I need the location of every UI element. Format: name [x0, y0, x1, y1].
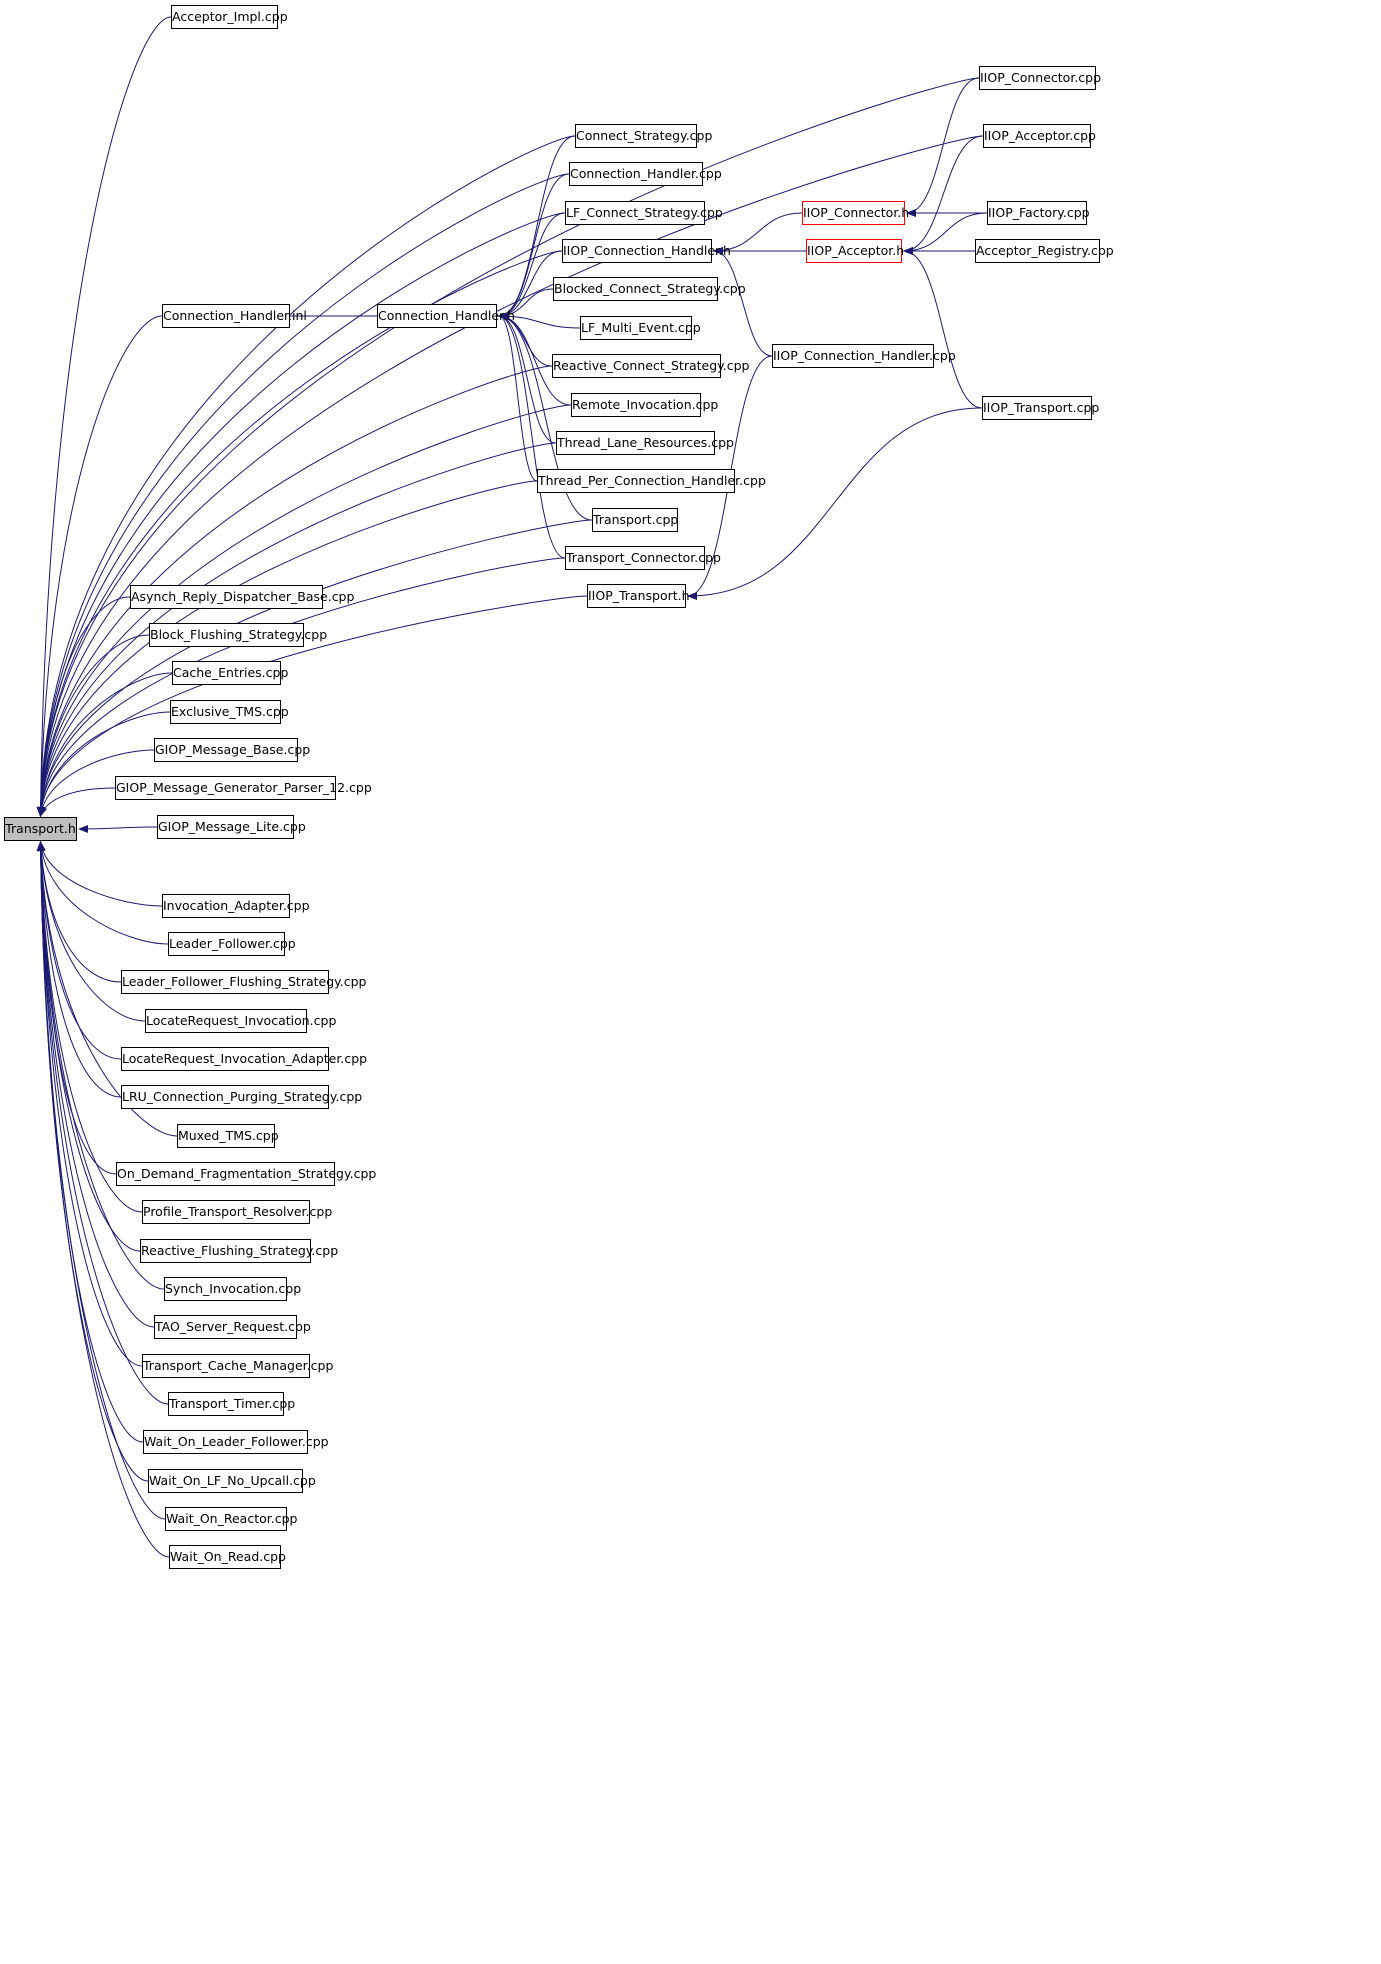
node-iiop-transport-h[interactable]: IIOP_Transport.h — [587, 584, 690, 608]
node-transport-cache-manager[interactable]: Transport_Cache_Manager.cpp — [142, 1354, 333, 1378]
edge-iiop-transport-h-to-transport-h — [36, 595, 588, 817]
node-iiop-connector-cpp[interactable]: IIOP_Connector.cpp — [979, 66, 1101, 90]
node-lf-connect-strategy[interactable]: LF_Connect_Strategy.cpp — [565, 201, 723, 225]
edge-iiop-connection-handler-cpp-to-iiop-connection-handler-h — [713, 247, 773, 357]
edge-invocation-adapter-to-transport-h — [37, 841, 163, 907]
edge-iiop-connection-handler-h-to-transport-h — [36, 250, 563, 817]
node-tao-server-request[interactable]: TAO_Server_Request.cpp — [154, 1315, 311, 1339]
edge-giop-message-generator-parser-12-to-transport-h — [39, 787, 116, 817]
edge-thread-lane-resources-to-connection-handler-h — [498, 312, 557, 444]
edge-iiop-connector-cpp-to-transport-h — [36, 77, 980, 817]
edge-thread-per-connection-handler-to-transport-h — [36, 480, 538, 817]
node-leader-follower-flushing-strategy[interactable]: Leader_Follower_Flushing_Strategy.cpp — [121, 970, 367, 994]
node-connection-handler-h[interactable]: Connection_Handler.h — [377, 304, 515, 328]
node-giop-message-lite[interactable]: GIOP_Message_Lite.cpp — [157, 815, 306, 839]
edge-block-flushing-strategy-to-transport-h — [36, 634, 150, 817]
node-profile-transport-resolver[interactable]: Profile_Transport_Resolver.cpp — [142, 1200, 332, 1224]
edge-muxed-tms-to-transport-h — [36, 841, 178, 1137]
node-locaterequest-invocation-adapter[interactable]: LocateRequest_Invocation_Adapter.cpp — [121, 1047, 367, 1071]
node-synch-invocation[interactable]: Synch_Invocation.cpp — [164, 1277, 301, 1301]
node-remote-invocation[interactable]: Remote_Invocation.cpp — [571, 393, 718, 417]
node-cache-entries[interactable]: Cache_Entries.cpp — [172, 661, 288, 685]
node-thread-lane-resources[interactable]: Thread_Lane_Resources.cpp — [556, 431, 734, 455]
edge-thread-lane-resources-to-transport-h — [36, 442, 557, 817]
node-acceptor-registry[interactable]: Acceptor_Registry.cpp — [975, 239, 1114, 263]
node-acceptor-impl[interactable]: Acceptor_Impl.cpp — [171, 5, 288, 29]
edge-thread-per-connection-handler-to-connection-handler-h — [498, 312, 538, 482]
node-leader-follower[interactable]: Leader_Follower.cpp — [168, 932, 296, 956]
edge-cache-entries-to-transport-h — [37, 672, 173, 817]
edge-acceptor-impl-to-transport-h — [36, 16, 172, 817]
node-iiop-acceptor-cpp[interactable]: IIOP_Acceptor.cpp — [983, 124, 1096, 148]
edge-iiop-connector-cpp-to-iiop-connector-h — [906, 77, 980, 217]
edge-iiop-transport-cpp-to-iiop-transport-h — [687, 407, 983, 600]
node-block-flushing-strategy[interactable]: Block_Flushing_Strategy.cpp — [149, 623, 327, 647]
node-on-demand-fragmentation-strategy[interactable]: On_Demand_Fragmentation_Strategy.cpp — [116, 1162, 376, 1186]
edge-iiop-factory-to-iiop-acceptor-h — [903, 212, 988, 255]
edge-asynch-reply-dispatcher-base-to-transport-h — [36, 596, 131, 817]
node-wait-on-reactor[interactable]: Wait_On_Reactor.cpp — [165, 1507, 297, 1531]
edge-giop-message-base-to-transport-h — [37, 749, 155, 817]
edge-transport-cache-manager-to-transport-h — [36, 841, 143, 1367]
edge-iiop-acceptor-cpp-to-iiop-acceptor-h — [903, 135, 984, 255]
node-connect-strategy[interactable]: Connect_Strategy.cpp — [575, 124, 712, 148]
node-transport-cpp[interactable]: Transport.cpp — [592, 508, 678, 532]
edge-locaterequest-invocation-to-transport-h — [36, 841, 146, 1022]
node-iiop-transport-cpp[interactable]: IIOP_Transport.cpp — [982, 396, 1099, 420]
edge-synch-invocation-to-transport-h — [36, 841, 165, 1290]
node-iiop-connection-handler-cpp[interactable]: IIOP_Connection_Handler.cpp — [772, 344, 956, 368]
edge-lru-connection-purging-strategy-to-transport-h — [36, 841, 122, 1098]
edge-lf-connect-strategy-to-connection-handler-h — [498, 212, 566, 320]
edge-iiop-connector-h-to-iiop-connection-handler-h — [713, 212, 803, 255]
node-transport-timer[interactable]: Transport_Timer.cpp — [168, 1392, 295, 1416]
edge-iiop-connection-handler-h-to-connection-handler-h — [498, 250, 563, 320]
node-wait-on-read[interactable]: Wait_On_Read.cpp — [169, 1545, 286, 1569]
node-iiop-acceptor-h[interactable]: IIOP_Acceptor.h — [806, 239, 904, 263]
edge-giop-message-lite-to-transport-h — [78, 824, 158, 833]
node-blocked-connect-strategy[interactable]: Blocked_Connect_Strategy.cpp — [553, 277, 746, 301]
node-connection-handler-cpp[interactable]: Connection_Handler.cpp — [569, 162, 722, 186]
node-iiop-factory[interactable]: IIOP_Factory.cpp — [987, 201, 1090, 225]
node-asynch-reply-dispatcher-base[interactable]: Asynch_Reply_Dispatcher_Base.cpp — [130, 585, 354, 609]
edge-leader-follower-flushing-strategy-to-transport-h — [37, 841, 122, 983]
edge-connect-strategy-to-transport-h — [36, 135, 576, 817]
edge-connection-handler-cpp-to-transport-h — [36, 173, 570, 817]
edge-transport-cpp-to-transport-h — [36, 519, 593, 817]
edge-transport-timer-to-transport-h — [36, 841, 169, 1405]
edge-exclusive-tms-to-transport-h — [37, 711, 171, 817]
node-locaterequest-invocation[interactable]: LocateRequest_Invocation.cpp — [145, 1009, 336, 1033]
edge-remote-invocation-to-connection-handler-h — [498, 312, 572, 406]
edge-reactive-connect-strategy-to-transport-h — [36, 365, 553, 817]
node-exclusive-tms[interactable]: Exclusive_TMS.cpp — [170, 700, 289, 724]
node-lf-multi-event[interactable]: LF_Multi_Event.cpp — [580, 316, 701, 340]
node-giop-message-generator-parser-12[interactable]: GIOP_Message_Generator_Parser_12.cpp — [115, 776, 372, 800]
edge-iiop-transport-cpp-to-iiop-acceptor-h — [903, 247, 983, 409]
node-wait-on-leader-follower[interactable]: Wait_On_Leader_Follower.cpp — [143, 1430, 329, 1454]
edge-transport-cpp-to-connection-handler-h — [498, 312, 593, 521]
edge-profile-transport-resolver-to-transport-h — [36, 841, 143, 1213]
edge-connection-handler-cpp-to-connection-handler-h — [498, 173, 570, 320]
node-muxed-tms[interactable]: Muxed_TMS.cpp — [177, 1124, 279, 1148]
edge-connection-handler-inl-to-transport-h — [36, 315, 163, 817]
node-iiop-connector-h[interactable]: IIOP_Connector.h — [802, 201, 909, 225]
node-invocation-adapter[interactable]: Invocation_Adapter.cpp — [162, 894, 310, 918]
edge-transport-connector-to-connection-handler-h — [498, 312, 566, 559]
edge-leader-follower-to-transport-h — [37, 841, 169, 945]
edge-wait-on-read-to-transport-h — [36, 841, 170, 1558]
node-lru-connection-purging-strategy[interactable]: LRU_Connection_Purging_Strategy.cpp — [121, 1085, 362, 1109]
node-giop-message-base[interactable]: GIOP_Message_Base.cpp — [154, 738, 310, 762]
node-reactive-connect-strategy[interactable]: Reactive_Connect_Strategy.cpp — [552, 354, 749, 378]
node-transport-h: Transport.h — [4, 817, 77, 841]
node-connection-handler-inl[interactable]: Connection_Handler.inl — [162, 304, 307, 328]
node-transport-connector[interactable]: Transport_Connector.cpp — [565, 546, 721, 570]
edge-tao-server-request-to-transport-h — [36, 841, 155, 1328]
node-reactive-flushing-strategy[interactable]: Reactive_Flushing_Strategy.cpp — [140, 1239, 338, 1263]
node-wait-on-lf-no-upcall[interactable]: Wait_On_LF_No_Upcall.cpp — [148, 1469, 316, 1493]
node-thread-per-connection-handler[interactable]: Thread_Per_Connection_Handler.cpp — [537, 469, 766, 493]
node-iiop-connection-handler-h[interactable]: IIOP_Connection_Handler.h — [562, 239, 731, 263]
edge-lf-multi-event-to-connection-handler-h — [498, 312, 581, 329]
edge-iiop-acceptor-cpp-to-transport-h — [36, 135, 984, 817]
